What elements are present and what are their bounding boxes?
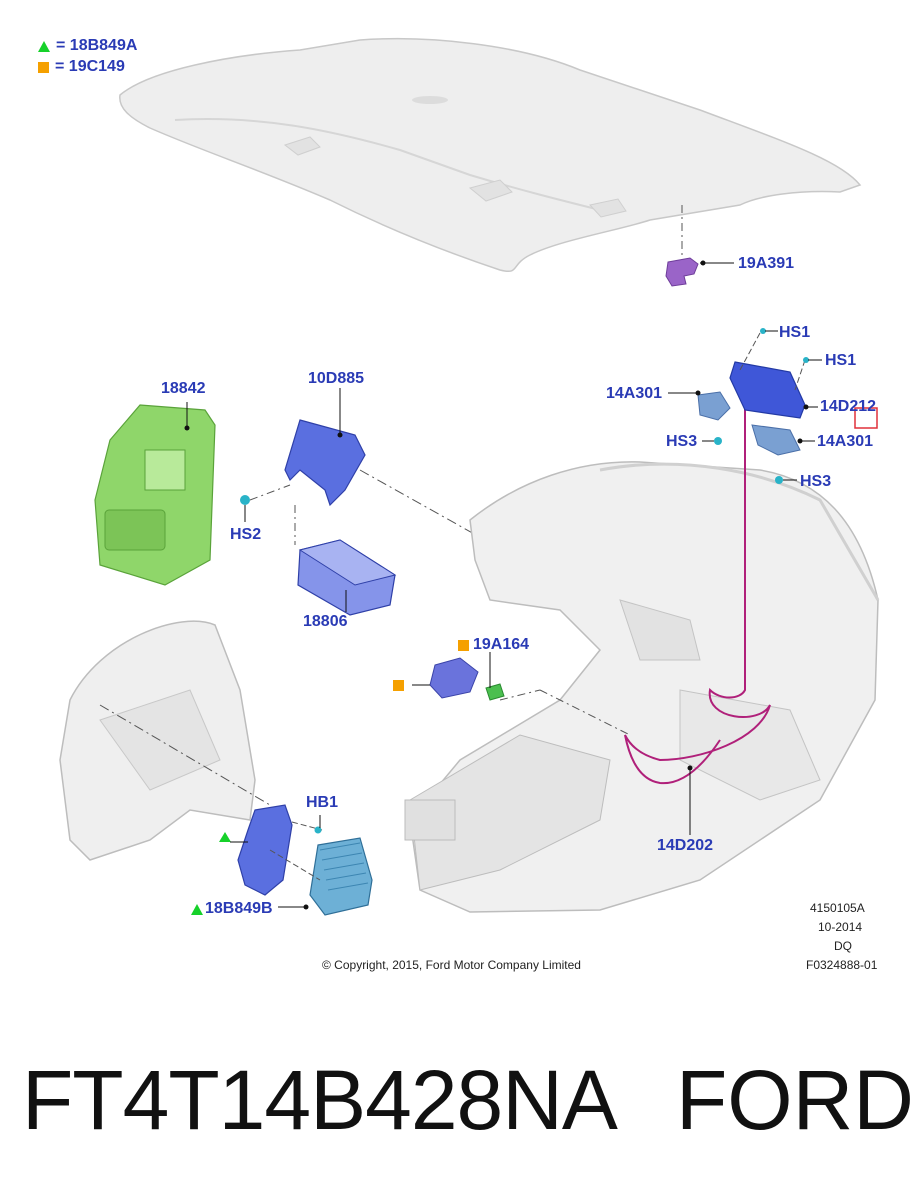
bezel-18842 [94,402,216,586]
callout-14a301: 14A301 [606,385,663,402]
callout-19a164-row: 19A164 [458,636,529,654]
legend-item-19c149: = 19C149 [38,58,125,76]
legend-text: = 19C149 [55,58,125,75]
callout-hs3: HS3 [666,433,698,450]
callout-18b849b-row: 18B849B [191,900,273,918]
callout-14a301: 14A301 [817,433,874,450]
legend-text: = 18B849A [56,37,138,54]
callout-18806: 18806 [303,613,348,630]
callout-hb1: HB1 [306,794,339,811]
orange-square-icon [393,680,404,691]
callout-hs1: HS1 [825,352,857,369]
callout-14d212: 14D212 [820,398,877,415]
orange-square-icon [38,61,49,73]
callout-hs1: HS1 [779,324,811,341]
meta-figure: F0324888-01 [806,958,878,972]
callout-14d202: 14D202 [657,837,714,854]
brand-caption: FORD [676,1053,912,1147]
callout-18b849b: 18B849B [205,900,273,917]
parts-diagram [59,38,880,916]
part-number-caption: FT4T14B428NA [22,1053,618,1147]
instrument-panel [404,461,880,913]
callout-hs2: HS2 [230,526,262,543]
bracket-18b849b [219,804,323,896]
green-triangle-icon [191,903,203,915]
meta-code: DQ [834,939,852,953]
callout-19a164: 19A164 [473,636,530,653]
module-18806 [294,505,397,616]
module-19a164 [412,652,631,736]
meta-date: 10-2014 [818,920,863,934]
bracket-19a391 [665,205,734,287]
callout-19a391: 19A391 [738,255,795,272]
screw-hs2 [240,484,291,522]
orange-square-icon [458,639,469,651]
quarter-trim [59,620,271,861]
callout-10d885: 10D885 [308,370,365,387]
screw-hs1 [739,328,822,391]
headliner-part [119,38,862,272]
meta-ref: 4150105A [810,901,865,915]
bracket-10d885 [284,388,366,507]
legend-item-18b849a: = 18B849A [38,37,137,55]
harness-14d202 [624,395,771,835]
module-14d212 [729,361,878,429]
callout-18842: 18842 [161,380,206,397]
green-triangle-icon [38,40,50,52]
screw-hs3 [702,437,797,484]
bracket-14a301 [668,390,815,456]
callout-hs3: HS3 [800,473,832,490]
copyright-notice: © Copyright, 2015, Ford Motor Company Li… [322,958,581,972]
amplifier-module [269,837,373,916]
